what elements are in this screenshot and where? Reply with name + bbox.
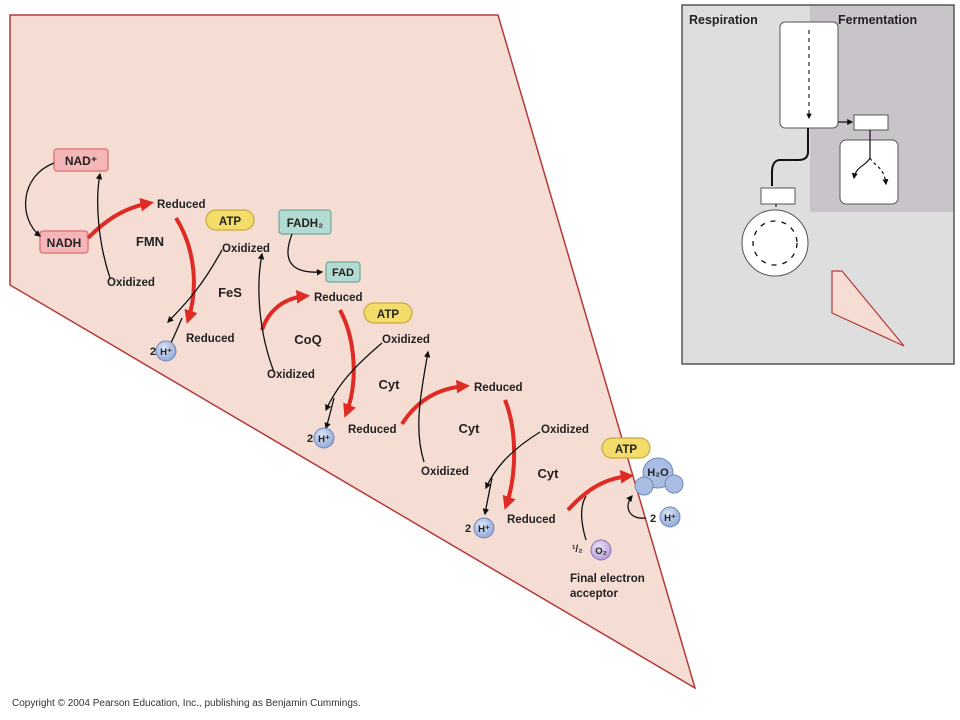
h-ion-4 bbox=[659, 506, 681, 528]
h-ion-label-3: H⁺ bbox=[478, 524, 490, 535]
atp-oval-1 bbox=[205, 209, 255, 231]
fad-label: FAD bbox=[332, 267, 354, 279]
atp-label-3: ATP bbox=[615, 444, 637, 456]
fmn-reduced-label: Reduced bbox=[157, 199, 206, 211]
krebs-cycle-arrows bbox=[752, 220, 798, 266]
mini-membrane-icon bbox=[831, 270, 905, 347]
h-ion-2 bbox=[313, 427, 335, 449]
h-ion-count-4: 2 bbox=[650, 513, 656, 525]
h-ion-1 bbox=[155, 340, 177, 362]
nadh-to-fmn-arrow bbox=[86, 197, 155, 240]
final-acceptor-line-1: Final electron bbox=[570, 573, 645, 585]
fadh2-to-fad-arrow bbox=[287, 233, 324, 276]
fadh2-label: FADH₂ bbox=[287, 218, 323, 230]
coq-label: CoQ bbox=[294, 332, 321, 347]
fermentation-box bbox=[839, 139, 899, 205]
copyright-notice: Copyright © 2004 Pearson Education, Inc.… bbox=[12, 698, 361, 709]
cyt1-oxidized-label: Oxidized bbox=[382, 334, 430, 346]
fadh2-box bbox=[278, 209, 332, 235]
respiration-heading: Respiration bbox=[689, 13, 758, 27]
coq-reduced-label: Reduced bbox=[314, 292, 363, 304]
cyt1-oxidized-back-arrow bbox=[325, 342, 383, 412]
water-label: H₂O bbox=[647, 467, 669, 479]
fes-to-coq-arrow bbox=[260, 290, 311, 331]
cyt3-oxidized-label: Oxidized bbox=[541, 424, 589, 436]
cyt3-oxidized-back-arrow bbox=[485, 431, 541, 490]
cyt3-to-water-arrow bbox=[566, 470, 635, 512]
cyt3-label: Cyt bbox=[538, 466, 560, 481]
cyt2-reduced-label: Reduced bbox=[474, 382, 523, 394]
water-molecule bbox=[634, 457, 684, 496]
h-ion-label-2: H⁺ bbox=[318, 434, 330, 445]
atp-label-2: ATP bbox=[377, 309, 399, 321]
h-ion-label-4: H⁺ bbox=[664, 513, 676, 524]
h-ion-count-3: 2 bbox=[465, 523, 471, 535]
overview-inset: Respiration Fermentation bbox=[681, 4, 955, 365]
h-ion-count-1: 2 bbox=[150, 346, 156, 358]
coq-to-cyt1-arrow bbox=[338, 309, 356, 418]
h-ion-count-2: 2 bbox=[307, 433, 313, 445]
fes-oxidized-label: Oxidized bbox=[222, 243, 270, 255]
nad-plus-box bbox=[53, 148, 109, 172]
fes-reduced-label: Reduced bbox=[186, 333, 235, 345]
cyt2-oxidized-label: Oxidized bbox=[421, 466, 469, 478]
atp-oval-3 bbox=[601, 437, 651, 459]
h-ion-arrow-4 bbox=[626, 494, 647, 519]
oxygen-molecule bbox=[590, 539, 612, 561]
atp-label-1: ATP bbox=[219, 216, 241, 228]
pyruvate-ferm-box bbox=[853, 114, 889, 131]
oxygen-link-line bbox=[580, 495, 587, 541]
fmn-label: FMN bbox=[136, 234, 164, 249]
cyt1-label: Cyt bbox=[379, 377, 401, 392]
cyt1-to-cyt2-arrow bbox=[400, 379, 471, 426]
h-ion-3 bbox=[473, 517, 495, 539]
fad-box bbox=[325, 261, 361, 283]
half-label: ¹/₂ bbox=[572, 544, 583, 555]
krebs-cycle-circle bbox=[741, 209, 809, 277]
fes-label: FeS bbox=[218, 285, 242, 300]
fmn-oxidized-to-nad-arrow bbox=[95, 172, 111, 279]
h-ion-label-1: H⁺ bbox=[160, 347, 172, 358]
fes-oxidized-back-arrow bbox=[167, 249, 223, 323]
fermentation-heading: Fermentation bbox=[838, 13, 917, 27]
h-ion-arrow-3 bbox=[482, 477, 493, 516]
atp-oval-2 bbox=[363, 302, 413, 324]
nad-plus-label: NAD⁺ bbox=[65, 154, 97, 168]
oxygen-label: O₂ bbox=[595, 546, 607, 557]
fmn-oxidized-label: Oxidized bbox=[107, 277, 155, 289]
nadh-label: NADH bbox=[47, 236, 82, 250]
cyt1-reduced-label: Reduced bbox=[348, 424, 397, 436]
cyt2-to-cyt3-arrow bbox=[502, 399, 517, 510]
pyruvate-resp-box bbox=[760, 187, 796, 205]
final-acceptor-line-2: acceptor bbox=[570, 588, 618, 600]
nadh-box bbox=[39, 230, 89, 254]
h-ion-arrow-2 bbox=[324, 397, 335, 430]
fmn-to-fes-arrow bbox=[174, 216, 198, 324]
cyt2-label: Cyt bbox=[459, 421, 481, 436]
coq-oxidized-label: Oxidized bbox=[267, 369, 315, 381]
nad-cycle-arrow bbox=[24, 162, 55, 237]
cyt3-reduced-label: Reduced bbox=[507, 514, 556, 526]
coq-oxidized-to-fes-arrow bbox=[257, 252, 275, 373]
cyt2-oxidized-back-arrow bbox=[418, 350, 431, 463]
